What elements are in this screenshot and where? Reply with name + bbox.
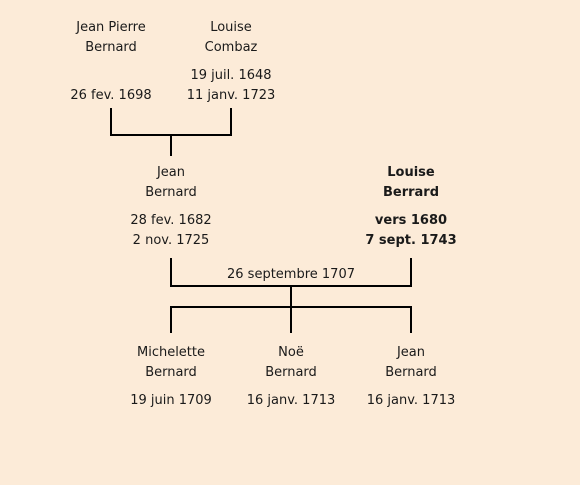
first-name: Jean (156, 165, 186, 180)
person-louise-combaz[interactable]: Louise Combaz 19 juil. 1648 11 janv. 172… (156, 18, 306, 106)
death-date: 26 fev. 1698 (70, 88, 152, 103)
birth-date: 16 janv. 1713 (366, 393, 456, 408)
death-date: 7 sept. 1743 (365, 233, 457, 248)
last-name: Combaz (204, 40, 258, 55)
last-name: Berrard (382, 185, 440, 200)
first-name: Jean Pierre (76, 20, 146, 35)
birth-date: 19 juil. 1648 (190, 68, 272, 83)
first-name: Noë (278, 345, 304, 360)
birth-date: vers 1680 (374, 213, 448, 228)
last-name: Bernard (145, 185, 197, 200)
death-date: 11 janv. 1723 (186, 88, 276, 103)
first-name: Louise (210, 20, 252, 35)
marriage-date: 26 septembre 1707 (227, 267, 355, 282)
child-michelette-bernard[interactable]: Michelette Bernard 19 juin 1709 (96, 343, 246, 411)
birth-date: 19 juin 1709 (130, 393, 212, 408)
connector-gen1-couple (110, 108, 232, 136)
last-name: Bernard (145, 365, 197, 380)
first-name: Jean (396, 345, 426, 360)
person-jean-bernard[interactable]: Jean Bernard 28 fev. 1682 2 nov. 1725 (96, 163, 246, 251)
person-louise-berrard[interactable]: Louise Berrard vers 1680 7 sept. 1743 (336, 163, 486, 251)
first-name: Louise (387, 165, 435, 180)
first-name: Michelette (136, 345, 205, 360)
person-jean-pierre-bernard[interactable]: Jean Pierre Bernard 26 fev. 1698 (36, 18, 186, 106)
last-name: Bernard (85, 40, 137, 55)
death-date: 2 nov. 1725 (132, 233, 210, 248)
last-name: Bernard (385, 365, 437, 380)
child-noe-bernard[interactable]: Noë Bernard 16 janv. 1713 (216, 343, 366, 411)
last-name: Bernard (265, 365, 317, 380)
birth-date: 16 janv. 1713 (246, 393, 336, 408)
birth-date: 28 fev. 1682 (130, 213, 212, 228)
child-jean-bernard[interactable]: Jean Bernard 16 janv. 1713 (336, 343, 486, 411)
